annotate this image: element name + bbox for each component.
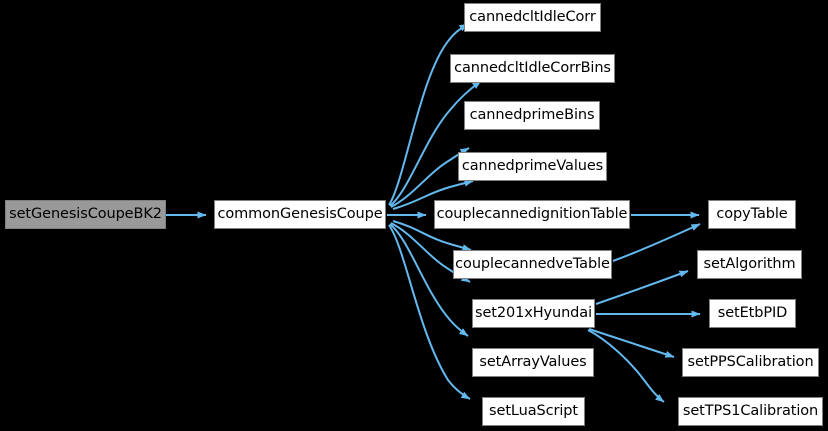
graph-node-setArrayValues[interactable]: setArrayValues (472, 348, 594, 377)
graph-edge-set201xHyundai-to-setPPSCalibration (588, 328, 675, 358)
graph-node-label: setPPSCalibration (687, 354, 814, 371)
graph-node-couplecannedignitionTable[interactable]: couplecannedignitionTable (434, 200, 630, 229)
graph-node-setLuaScript[interactable]: setLuaScript (482, 397, 585, 426)
graph-node-setAlgorithm[interactable]: setAlgorithm (697, 250, 802, 279)
graph-node-cannedcltIdleCorr[interactable]: cannedcltIdleCorr (464, 3, 601, 32)
graph-node-label: set201xHyundai (475, 305, 593, 322)
graph-node-label: couplecannedignitionTable (436, 206, 628, 223)
graph-node-label: cannedprimeValues (461, 158, 604, 175)
graph-node-copyTable[interactable]: copyTable (708, 200, 796, 229)
graph-node-label: copyTable (716, 206, 788, 223)
graph-edge-commonGenesisCoupe-to-setArrayValues (389, 223, 469, 337)
graph-node-label: cannedcltIdleCorr (469, 9, 596, 26)
graph-node-label: cannedprimeBins (469, 107, 595, 124)
graph-node-setPPSCalibration[interactable]: setPPSCalibration (682, 348, 819, 377)
graph-edge-commonGenesisCoupe-to-cannedcltIdleCorr (388, 23, 469, 206)
graph-node-label: setArrayValues (479, 354, 587, 371)
graph-node-label: cannedcltIdleCorrBins (454, 60, 611, 77)
graph-edge-commonGenesisCoupe-to-cannedcltIdleCorrBins (389, 80, 482, 207)
graph-node-setTPS1Calibration[interactable]: setTPS1Calibration (678, 397, 823, 426)
graph-node-label: setLuaScript (489, 403, 578, 420)
graph-node-label: couplecannedveTable (455, 256, 610, 273)
graph-node-commonGenesisCoupe[interactable]: commonGenesisCoupe (214, 200, 386, 229)
graph-node-label: commonGenesisCoupe (217, 206, 383, 223)
graph-node-label: setEtbPID (717, 305, 788, 322)
graph-edge-couplecannedveTable-to-copyTable (612, 223, 701, 262)
graph-edge-set201xHyundai-to-setTPS1Calibration (587, 329, 665, 403)
graph-node-setGenesisCoupeBK2[interactable]: setGenesisCoupeBK2 (5, 200, 166, 229)
graph-node-couplecannedveTable[interactable]: couplecannedveTable (453, 250, 612, 279)
graph-node-cannedprimeBins[interactable]: cannedprimeBins (464, 101, 600, 130)
graph-node-label: setGenesisCoupeBK2 (9, 206, 162, 223)
graph-node-cannedcltIdleCorrBins[interactable]: cannedcltIdleCorrBins (450, 54, 615, 83)
graph-node-setEtbPID[interactable]: setEtbPID (709, 299, 796, 328)
graph-node-label: setAlgorithm (703, 256, 796, 273)
graph-node-set201xHyundai[interactable]: set201xHyundai (472, 299, 595, 328)
graph-node-cannedprimeValues[interactable]: cannedprimeValues (458, 152, 607, 181)
graph-node-label: setTPS1Calibration (682, 403, 819, 420)
